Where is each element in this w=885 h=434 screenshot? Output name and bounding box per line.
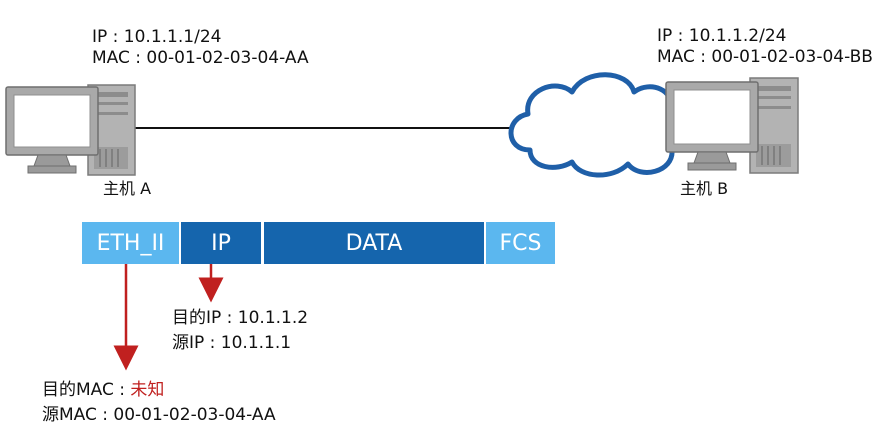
dest-mac-label: 目的MAC : 未知 [42, 380, 164, 400]
dest-ip-label: 目的IP : 10.1.1.2 [172, 308, 309, 328]
host-b-name-label: 主机 B [680, 179, 729, 198]
host-b-computer-icon [665, 77, 799, 174]
frame-eth-field-bg [82, 222, 179, 264]
dest-mac-prefix: 目的MAC : [42, 380, 131, 400]
frame-ip-field-bg [181, 222, 261, 264]
frame-data-field: DATA [345, 230, 403, 256]
dest-mac-unknown-value: 未知 [130, 380, 165, 400]
frame-fcs-field: FCS [499, 230, 542, 256]
frame-fcs-field-bg [486, 222, 555, 264]
host-a-computer-icon [5, 84, 136, 176]
host-a-name-label: 主机 A [103, 179, 152, 198]
cloud-icon [508, 72, 690, 178]
host-a-ip-label: IP : 10.1.1.1/24 [92, 27, 222, 47]
frame-ip-field: IP [211, 230, 231, 256]
src-mac-label: 源MAC : 00-01-02-03-04-AA [42, 405, 276, 425]
src-ip-label: 源IP : 10.1.1.1 [172, 333, 292, 353]
host-b-mac-label: MAC : 00-01-02-03-04-BB [657, 47, 873, 67]
frame-data-field-bg [264, 222, 484, 264]
host-a-mac-label: MAC : 00-01-02-03-04-AA [92, 48, 309, 68]
frame-eth-field: ETH_II [96, 230, 165, 256]
host-b-ip-label: IP : 10.1.1.2/24 [657, 26, 787, 46]
